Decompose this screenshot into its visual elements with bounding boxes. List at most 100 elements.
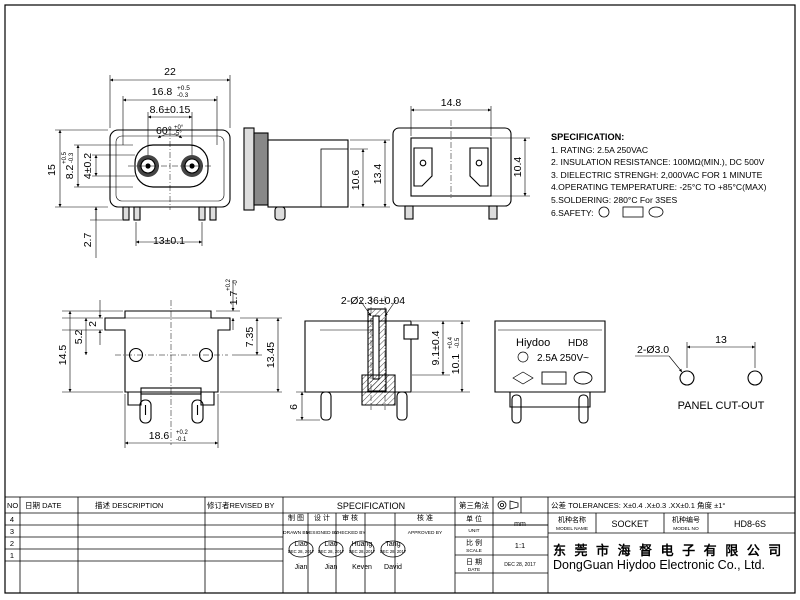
- section-view-dimensions: 2-Ø2.36±0.04 9.1±0.4 10.1 +0.4 -0.5 6: [288, 295, 462, 410]
- dim-13-45: 13.45: [265, 342, 277, 368]
- tb-date-label: 日期 DATE: [25, 501, 62, 510]
- rev-1: 1: [10, 551, 14, 560]
- tb-date-en: DATE: [468, 567, 480, 573]
- role-approved-name1: Tang: [385, 541, 400, 548]
- dim-13: 13±0.1: [153, 235, 185, 247]
- role-drawn-date: DEC 28, 2017: [288, 549, 315, 554]
- dim-10-1-tol-dn: -0.5: [455, 337, 461, 348]
- tb-angle-label: 第三角法: [459, 500, 489, 510]
- rear-view: [392, 106, 530, 220]
- dim-14-5: 14.5: [57, 345, 69, 366]
- side-view-dimensions: 10.6 13.4: [350, 164, 384, 191]
- dim-1-7: 1.7: [228, 291, 240, 306]
- rev-3: 3: [10, 527, 14, 536]
- spec-line-4: 4.OPERATING TEMPERATURE: -25°C TO +85°C(…: [551, 182, 767, 193]
- spec-heading: SPECIFICATION:: [551, 132, 625, 142]
- rev-4: 4: [10, 515, 14, 524]
- specification-block: SPECIFICATION: 1. RATING: 2.5A 250VAC 2.…: [551, 131, 766, 219]
- label-view-text: Hiydoo HD8 2.5A 250V~: [516, 337, 589, 364]
- dim-60: 60°: [156, 125, 172, 137]
- cutout-title: PANEL CUT-OUT: [678, 400, 765, 412]
- dim-10-1: 10.1: [450, 354, 462, 375]
- title-block: [4, 496, 796, 594]
- dim-2: 2: [87, 321, 99, 327]
- role-checked-en: CHECKED BY: [334, 530, 366, 536]
- spec-line-5: 5.SOLDERING: 280°C For 3SES: [551, 194, 678, 205]
- dim-18-6-tol-dn: -0.1: [176, 437, 187, 443]
- tb-scale-value: 1:1: [515, 541, 525, 550]
- rear-view-dimensions: 14.8 10.4: [441, 97, 524, 177]
- section-view: [296, 296, 470, 421]
- role-approved-date: DEC 28, 2017: [380, 549, 407, 554]
- front-view-dimensions: 22 16.8 +0.5 -0.3 8.6±0.15 60° +0° -5° 1…: [46, 66, 191, 247]
- panel-cutout: [635, 342, 763, 386]
- dim-16-8-tol-dn: -0.3: [177, 92, 189, 99]
- role-checked-date: DEC 28, 2017: [349, 549, 376, 554]
- dim-18-6-tol-up: +0.2: [176, 430, 189, 436]
- dim-6: 6: [288, 404, 300, 410]
- role-approved-name2: David: [384, 564, 402, 571]
- tb-unit-en: UNIT: [468, 528, 479, 534]
- role-checked-cn: 审 核: [342, 513, 358, 522]
- dim-10-4: 10.4: [512, 157, 524, 178]
- dim-8-2-tol-dn: -0.3: [69, 152, 75, 163]
- role-drawn-en: DRAWN BY: [283, 530, 309, 536]
- dim-15: 15: [46, 164, 58, 176]
- role-designed-cn: 设 计: [314, 513, 330, 522]
- dim-60-tol-dn: -5°: [174, 131, 182, 137]
- rating-label: 2.5A 250V~: [537, 353, 589, 364]
- dim-14-8: 14.8: [441, 97, 462, 109]
- dim-8-2-tol-up: +0.5: [62, 151, 68, 164]
- cqc-mark-icon: [648, 206, 664, 218]
- front-view: [55, 75, 231, 258]
- safety-marks: [598, 206, 664, 218]
- dim-10-6: 10.6: [350, 170, 362, 191]
- label-view: [494, 320, 606, 424]
- tb-scale-en: SCALE: [466, 548, 482, 554]
- side-view: [243, 127, 390, 221]
- role-designed-date: DEC 28, 2017: [318, 549, 345, 554]
- dim-8-2: 8.2: [64, 165, 76, 180]
- role-designed-name2: Jian: [325, 564, 338, 571]
- tb-spec-label: SPECIFICATION: [337, 501, 405, 511]
- spec-line-1: 1. RATING: 2.5A 250VAC: [551, 144, 649, 155]
- dim-7-35: 7.35: [244, 327, 256, 348]
- dim-holes: 2-Ø2.36±0.04: [341, 295, 405, 307]
- ul-mark-icon: [598, 206, 610, 218]
- tb-no: NO: [7, 501, 18, 510]
- tb-model-no-value: HD8-6S: [734, 519, 766, 529]
- tb-date-value: DEC 28, 2017: [504, 562, 536, 568]
- tb-scale-cn: 比 例: [466, 538, 482, 547]
- brand-label: Hiydoo: [516, 337, 550, 349]
- dim-22: 22: [164, 66, 176, 78]
- role-drawn-name1: Liao: [294, 541, 307, 548]
- cutout-spacing-dim: 13: [715, 334, 727, 346]
- tb-tolerances: 公差 TOLERANCES: X±0.4 .X±0.3 .XX±0.1 角度 ±…: [551, 500, 725, 510]
- tb-model-no-en: MODEL NO: [673, 526, 699, 532]
- tb-model-no-cn: 机种编号: [672, 515, 700, 524]
- dim-10-1-tol-up: +0.4: [448, 336, 454, 349]
- tb-model-name-cn: 机种名称: [558, 515, 586, 524]
- model-label: HD8: [568, 338, 588, 349]
- dim-1-7-tol-dn: -0: [233, 280, 239, 286]
- dim-16-8: 16.8: [152, 86, 173, 98]
- role-designed-name1: Liao: [324, 541, 337, 548]
- role-checked-name2: Keven: [352, 564, 372, 571]
- tb-date-cn: 日 期: [466, 558, 482, 566]
- top-view-dimensions: 1.7 +0.2 -0 5.2 2 14.5 7.35 13.45 18.6 +…: [57, 278, 277, 443]
- tb-model-name-value: SOCKET: [611, 519, 649, 529]
- dim-9-1: 9.1±0.4: [430, 330, 442, 365]
- role-designed-en: DESIGNED BY: [306, 530, 340, 536]
- role-checked-name1: Huang: [352, 541, 373, 548]
- dim-2-7: 2.7: [82, 233, 94, 248]
- dim-16-8-tol-up: +0.5: [177, 85, 190, 92]
- role-approved-cn: 核 准: [417, 513, 433, 522]
- rev-2: 2: [10, 539, 14, 548]
- dim-13-4: 13.4: [372, 164, 384, 185]
- company-name-en: DongGuan Hiydoo Electronic Co., Ltd.: [553, 558, 765, 572]
- role-approved-en: APPROVED BY: [408, 530, 443, 536]
- spec-line-6: 6.SAFETY:: [551, 207, 594, 218]
- title-block-text: NO 日期 DATE 描述 DESCRIPTION 修订者REVISED BY …: [7, 500, 766, 573]
- spec-line-2: 2. INSULATION RESISTANCE: 100MΩ(MIN.), D…: [551, 157, 765, 168]
